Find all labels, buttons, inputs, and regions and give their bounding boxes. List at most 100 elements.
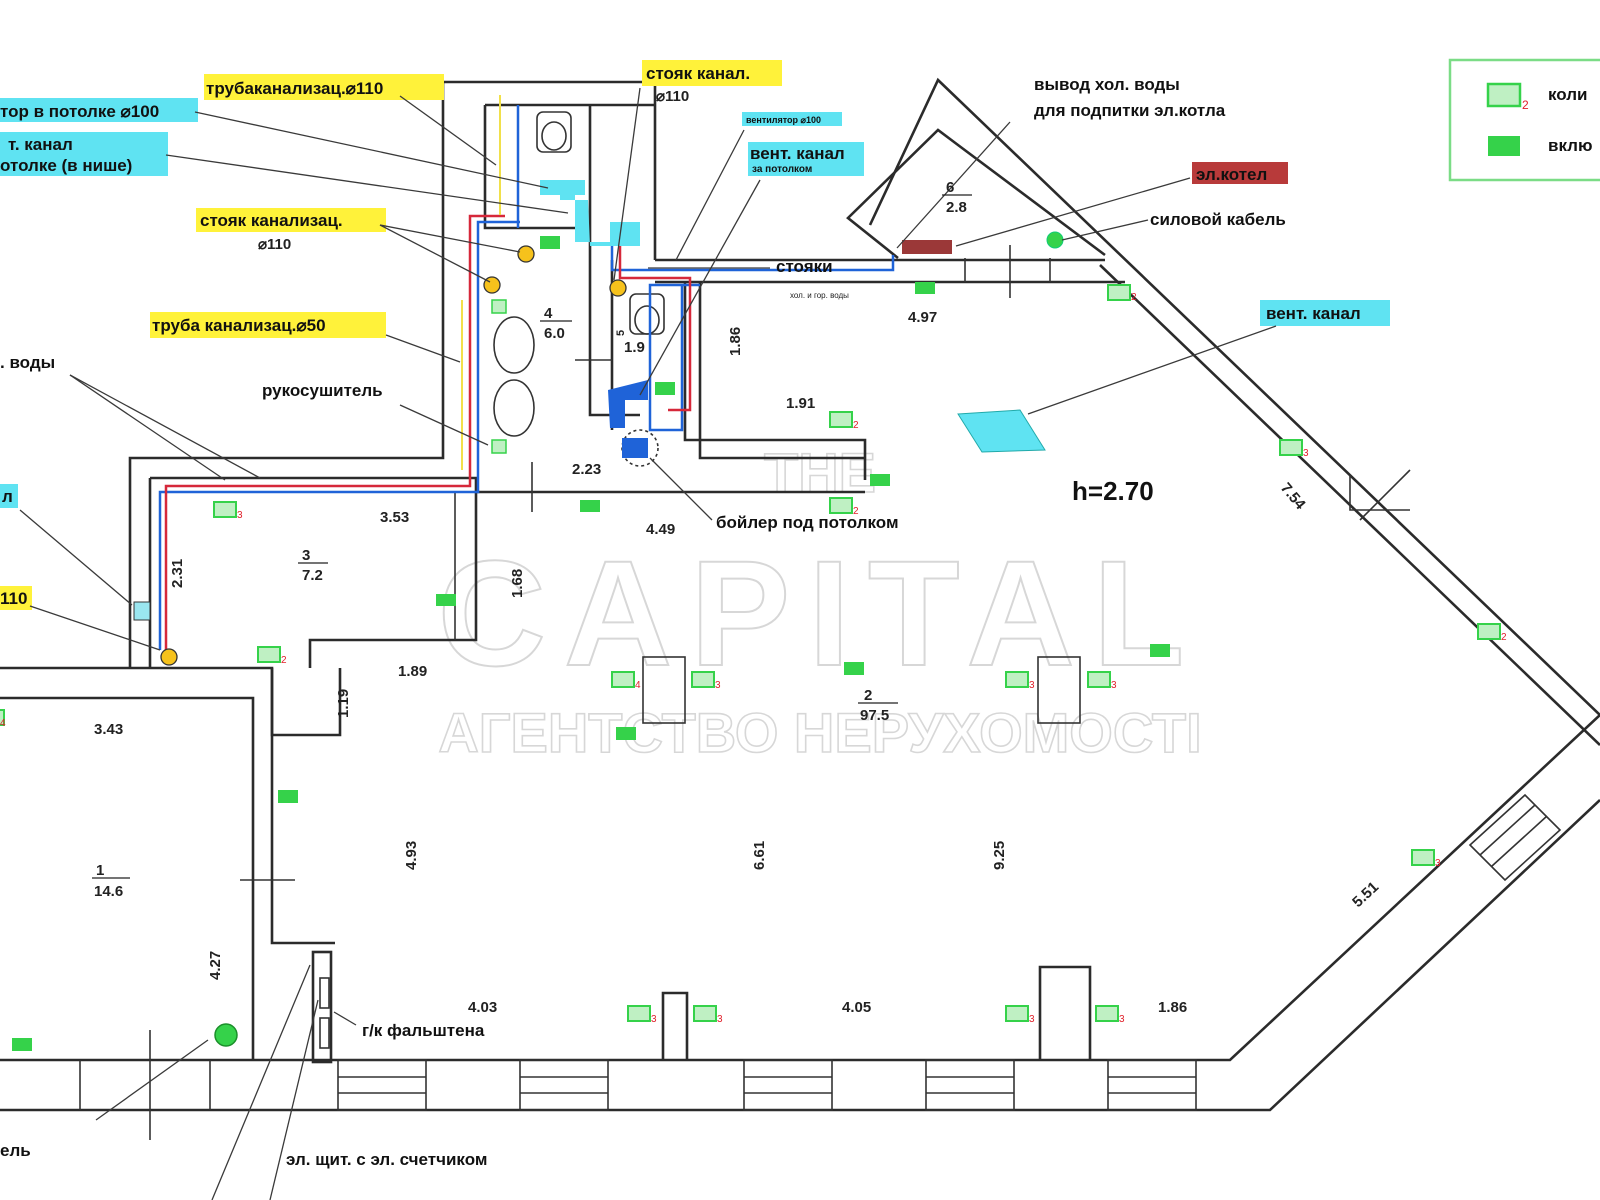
riser-icon	[517, 245, 535, 263]
svg-text:2: 2	[1131, 292, 1137, 303]
label-vent-behind-1: вент. канал	[750, 144, 845, 163]
dim-label: 1.86	[1158, 999, 1187, 1016]
socket-icon: 2	[1486, 82, 1529, 112]
dim-label: 1.86	[727, 327, 744, 356]
label-pipe-top: трубаканализац.⌀110	[206, 79, 383, 98]
label-cold-water-1: вывод хол. воды	[1034, 75, 1180, 94]
dim-label: 6.61	[751, 841, 768, 870]
svg-text:3: 3	[717, 1014, 723, 1025]
toilet-icon	[536, 111, 572, 153]
dim-label: 1.91	[786, 395, 815, 412]
electric-boiler-icon	[902, 240, 952, 254]
dim-label: 4.93	[403, 841, 420, 870]
label-electric-boiler: эл.котел	[1196, 165, 1267, 184]
watermark-brand: CAPITAL	[438, 529, 1203, 697]
label-left-110: 110	[0, 589, 27, 608]
room-tags: 4 6.0 5 1.9 3 7.2 6 2.8 2 97.5 1 14.6	[92, 179, 972, 900]
label-boiler-ceiling: бойлер под потолком	[716, 513, 899, 532]
toilet-icon	[629, 293, 665, 335]
room-number: 2	[864, 687, 872, 704]
label-dryer: рукосушитель	[262, 381, 383, 400]
dim-label: 2.23	[572, 461, 601, 478]
dim-label: 1.19	[335, 689, 352, 718]
risers	[160, 245, 627, 666]
svg-text:3: 3	[1029, 1014, 1035, 1025]
svg-text:2: 2	[853, 506, 859, 517]
room-area: 2.8	[946, 199, 967, 216]
dim-label: 4.49	[646, 521, 675, 538]
label-cold-hot-water: хол. и гор. воды	[790, 291, 849, 300]
svg-text:3: 3	[1119, 1014, 1125, 1025]
label-height: h=2.70	[1072, 476, 1154, 506]
switch-icon	[1488, 136, 1520, 156]
callouts: трубаканализац.⌀110 тор в потолке ⌀100 т…	[0, 60, 1390, 1169]
dim-label: 4.03	[468, 999, 497, 1016]
room-area: 7.2	[302, 567, 323, 584]
label-riser-left: стояк канализац.	[200, 211, 343, 230]
svg-text:3: 3	[237, 510, 243, 521]
svg-text:3: 3	[715, 680, 721, 691]
svg-text:3: 3	[1435, 858, 1441, 869]
label-bottom-cable: ель	[0, 1141, 31, 1160]
power-outlet-icon	[214, 1023, 238, 1047]
room-number: 5	[615, 330, 627, 336]
label-left-al: л	[2, 487, 13, 506]
svg-text:4: 4	[0, 718, 6, 729]
label-drywall: г/к фальштена	[362, 1021, 485, 1040]
legend: коли вклю	[1448, 58, 1600, 182]
label-vent-niche-1: т. канал	[8, 135, 73, 154]
watermark-subtitle: АГЕНТСТВО НЕРУХОМОСТІ	[438, 701, 1201, 764]
label-vent-niche-2: отолке (в нише)	[0, 156, 132, 175]
fixtures	[493, 111, 665, 437]
room-number: 1	[96, 862, 104, 879]
legend-row-2: вклю	[1548, 136, 1592, 155]
dim-label: 1.68	[509, 569, 526, 598]
watermark: THE CAPITAL АГЕНТСТВО НЕРУХОМОСТІ	[437, 440, 1203, 765]
label-vent-channel: вент. канал	[1266, 304, 1361, 323]
label-pipe-50: труба канализац.⌀50	[152, 316, 326, 335]
label-risers: стояки	[776, 257, 833, 276]
label-riser-left-d: ⌀110	[258, 236, 291, 253]
label-power-cable: силовой кабель	[1150, 210, 1286, 229]
sink-icon	[493, 316, 535, 374]
power-outlet-icon	[1046, 231, 1064, 249]
socket-count: 2	[1522, 98, 1529, 112]
room-number: 4	[544, 305, 553, 322]
room-area: 1.9	[624, 339, 645, 356]
label-vent-small: вентилятор ⌀100	[746, 115, 821, 125]
label-cold-water-2: для подпитки эл.котла	[1034, 101, 1226, 120]
windows	[337, 793, 1562, 1111]
pipes	[158, 95, 1046, 650]
label-riser-top-d: ⌀110	[656, 88, 689, 105]
dimensions: 4.97 1.86 1.91 2.23 4.49 3.53 2.31 1.68 …	[94, 309, 1382, 1016]
label-water-left: . воды	[0, 353, 55, 372]
room-area: 6.0	[544, 325, 565, 342]
dim-label: 1.89	[398, 663, 427, 680]
svg-text:3: 3	[1303, 448, 1309, 459]
label-riser-top: стояк канал.	[646, 64, 750, 83]
svg-text:3: 3	[1111, 680, 1117, 691]
svg-text:4: 4	[635, 680, 641, 691]
svg-text:2: 2	[281, 655, 287, 666]
label-panel: эл. щит. с эл. счетчиком	[286, 1150, 487, 1169]
riser-icon	[160, 648, 178, 666]
dim-label: 3.43	[94, 721, 123, 738]
room-number: 6	[946, 179, 954, 196]
room-area: 14.6	[94, 883, 123, 900]
legend-row-1: коли	[1548, 85, 1588, 104]
svg-text:3: 3	[651, 1014, 657, 1025]
dim-label: 3.53	[380, 509, 409, 526]
svg-text:3: 3	[1029, 680, 1035, 691]
sockets: 2 2 2 2 3 3 2 2 4 3 3 3 3 3 3 3 3 4 3	[0, 82, 1529, 1051]
walls	[0, 77, 1600, 1140]
dim-label: 5.51	[1349, 879, 1382, 911]
dim-label: 2.31	[169, 559, 186, 588]
room-area: 97.5	[860, 707, 889, 724]
sink-icon	[493, 379, 535, 437]
svg-text:2: 2	[853, 420, 859, 431]
dim-label: 4.05	[842, 999, 871, 1016]
svg-text:2: 2	[1501, 632, 1507, 643]
watermark-top: THE	[764, 441, 876, 504]
riser-icon	[609, 279, 627, 297]
